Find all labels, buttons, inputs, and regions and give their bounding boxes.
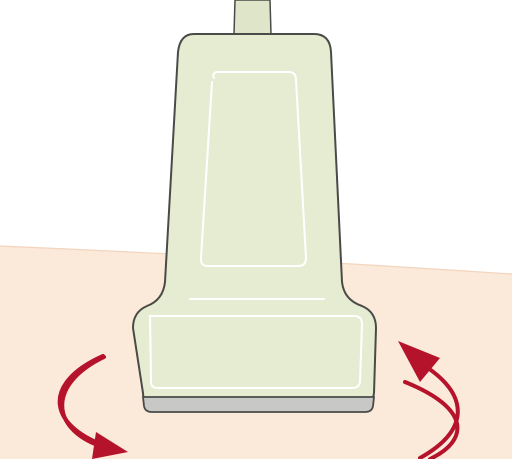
probe-icon — [131, 33, 378, 413]
rotation-arrow-icon — [60, 341, 460, 459]
probe-cable — [233, 0, 272, 35]
transducer-face — [141, 396, 376, 413]
